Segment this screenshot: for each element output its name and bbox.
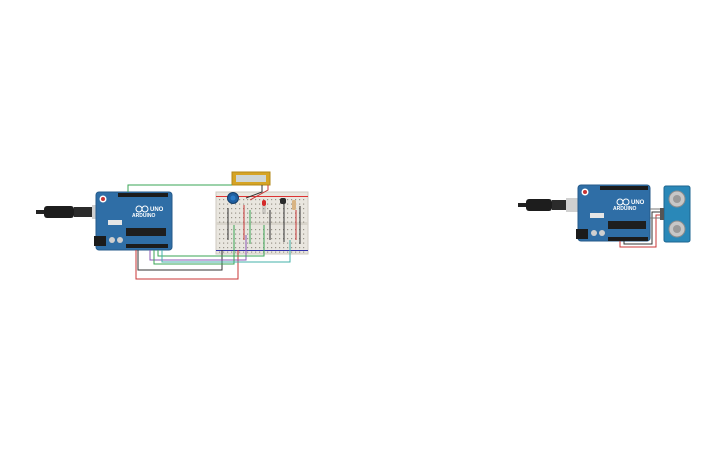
resistor[interactable] bbox=[292, 200, 296, 210]
wire-black-sensor[interactable] bbox=[623, 211, 660, 245]
circuit-2: UNO ARDUINO bbox=[518, 184, 691, 248]
wires bbox=[127, 184, 301, 280]
board-brand-label: ARDUINO bbox=[132, 213, 155, 219]
arduino-uno-board-2[interactable]: UNO ARDUINO bbox=[576, 184, 651, 242]
wire-red-sensor[interactable] bbox=[619, 214, 660, 248]
wire-green-1[interactable] bbox=[153, 225, 235, 265]
microcontroller-chip bbox=[126, 228, 166, 236]
ultrasonic-sensor[interactable] bbox=[660, 185, 691, 243]
wire-red-power[interactable] bbox=[135, 250, 239, 280]
wire-teal[interactable] bbox=[161, 240, 291, 263]
lcd-display[interactable] bbox=[231, 171, 271, 186]
transistor[interactable] bbox=[280, 198, 286, 204]
red-led[interactable] bbox=[262, 200, 266, 214]
arduino-logo bbox=[135, 205, 149, 213]
usb-cable-2[interactable] bbox=[518, 198, 578, 212]
microcontroller-chip-2 bbox=[608, 221, 646, 229]
circuit-1: UNO ARDUINO bbox=[36, 171, 309, 280]
wire-red-lcd[interactable] bbox=[249, 185, 269, 201]
wire-green-top[interactable] bbox=[127, 184, 232, 192]
arduino-uno-board[interactable]: UNO ARDUINO bbox=[94, 191, 173, 251]
wire-black-lcd[interactable] bbox=[245, 185, 263, 199]
arduino-logo-2 bbox=[616, 198, 630, 206]
wire-green-2[interactable] bbox=[157, 225, 265, 257]
wires-2 bbox=[619, 208, 660, 248]
board-model-label: UNO bbox=[150, 207, 164, 213]
board-model-label-2: UNO bbox=[631, 200, 645, 206]
potentiometer[interactable] bbox=[227, 192, 239, 204]
board-brand-label-2: ARDUINO bbox=[613, 206, 636, 212]
wire-purple[interactable] bbox=[149, 235, 247, 261]
